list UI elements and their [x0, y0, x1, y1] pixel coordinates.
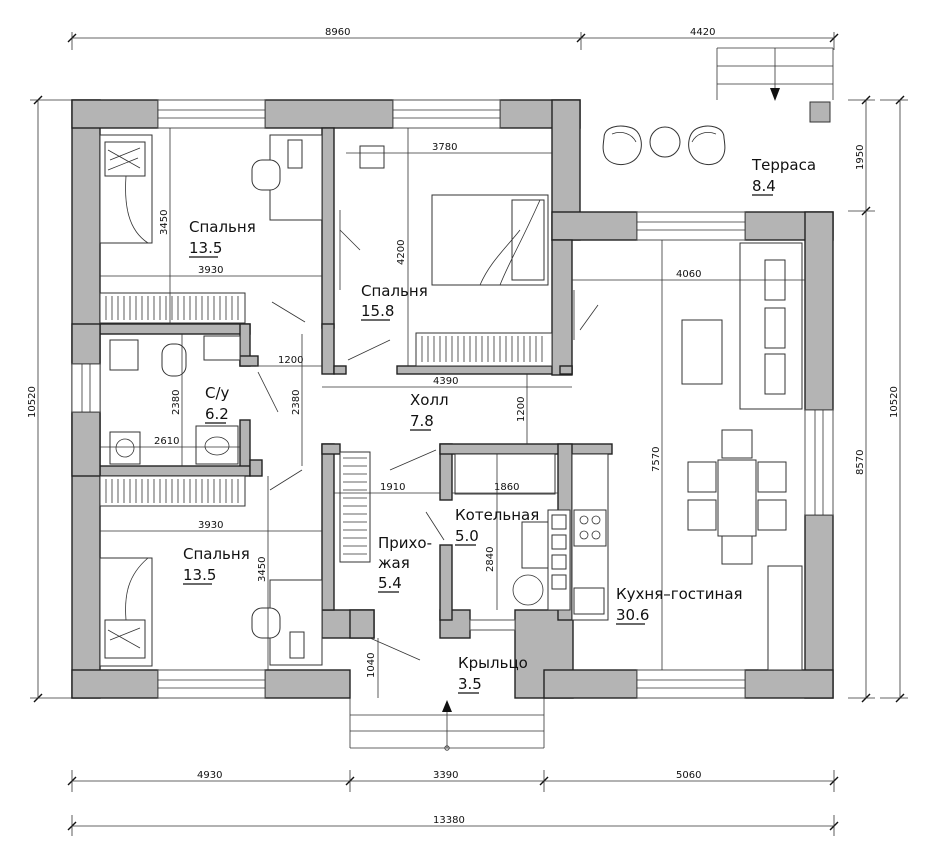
- dim-living-height: 7570: [651, 447, 662, 472]
- dim-bath-width: 2610: [154, 436, 179, 447]
- room-terrace-name: Терраса: [751, 156, 816, 174]
- room-hall-area: 7.8: [410, 412, 434, 430]
- room-terrace-area: 8.4: [752, 177, 776, 195]
- dim-bed3-width: 3930: [198, 520, 223, 531]
- room-porch-name: Крыльцо: [458, 654, 528, 672]
- dimension-lines: 8960 4420 4930 3390 5060 13380 10520: [27, 27, 908, 836]
- dim-hall-door: 1200: [278, 355, 303, 366]
- room-bedroom-3-area: 13.5: [183, 566, 216, 584]
- room-bedroom-1-area: 13.5: [189, 239, 222, 257]
- room-porch-area: 3.5: [458, 675, 482, 693]
- room-bedroom-1-name: Спальня: [189, 218, 256, 236]
- dim-corridor-gap: 1200: [516, 397, 527, 422]
- windows: [71, 99, 834, 699]
- dim-boiler-width: 1860: [494, 482, 519, 493]
- room-hall-name: Холл: [410, 391, 449, 409]
- dim-bottom-total: 13380: [433, 815, 465, 826]
- dim-bed1-width: 3930: [198, 265, 223, 276]
- dim-top-left: 8960: [325, 27, 350, 38]
- dim-hall-height: 2380: [291, 390, 302, 415]
- room-kitchen-living-name: Кухня–гостиная: [616, 585, 743, 603]
- furniture: [99, 134, 803, 671]
- dim-bed1-height: 3450: [159, 210, 170, 235]
- dim-hall-width: 4390: [433, 376, 458, 387]
- terrace: [602, 101, 831, 165]
- dim-bottom-2: 3390: [433, 770, 458, 781]
- room-bedroom-3-name: Спальня: [183, 545, 250, 563]
- dim-right-upper: 1950: [855, 145, 866, 170]
- dim-right-lower: 8570: [855, 450, 866, 475]
- room-boiler-area: 5.0: [455, 527, 479, 545]
- dim-bottom-1: 4930: [197, 770, 222, 781]
- dim-bed2-width: 3780: [432, 142, 457, 153]
- room-kitchen-living-area: 30.6: [616, 606, 649, 624]
- room-bedroom-2-name: Спальня: [361, 282, 428, 300]
- room-boiler-name: Котельная: [455, 506, 539, 524]
- room-labels: Спальня 13.5 Спальня 15.8 С/у 6.2 Холл 7…: [183, 156, 816, 694]
- dim-boiler-height: 2840: [485, 547, 496, 572]
- room-entry-name-line2: жая: [378, 554, 410, 572]
- dim-bed3-height: 3450: [257, 557, 268, 582]
- dim-top-right: 4420: [690, 27, 715, 38]
- dim-bed2-height: 4200: [396, 240, 407, 265]
- dim-living-width: 4060: [676, 269, 701, 280]
- dim-left-total: 10520: [27, 386, 38, 418]
- walls: [71, 99, 834, 699]
- room-bedroom-2-area: 15.8: [361, 302, 394, 320]
- room-bathroom-name: С/у: [205, 384, 230, 402]
- dim-bottom-3: 5060: [676, 770, 701, 781]
- inner-dimensions: 3930 3450 3780 4200 4390 2380 1200 2380 …: [100, 128, 805, 698]
- terrace-steps: [716, 47, 834, 101]
- room-entry-name: Прихо-: [378, 534, 432, 552]
- dim-entry-width: 1910: [380, 482, 405, 493]
- room-bathroom-area: 6.2: [205, 405, 229, 423]
- dim-bath-height: 2380: [171, 390, 182, 415]
- room-entry-area: 5.4: [378, 574, 402, 592]
- dim-porch-depth: 1040: [366, 653, 377, 678]
- dim-right-total: 10520: [889, 386, 900, 418]
- porch-steps: [349, 698, 545, 751]
- doors: [257, 210, 599, 661]
